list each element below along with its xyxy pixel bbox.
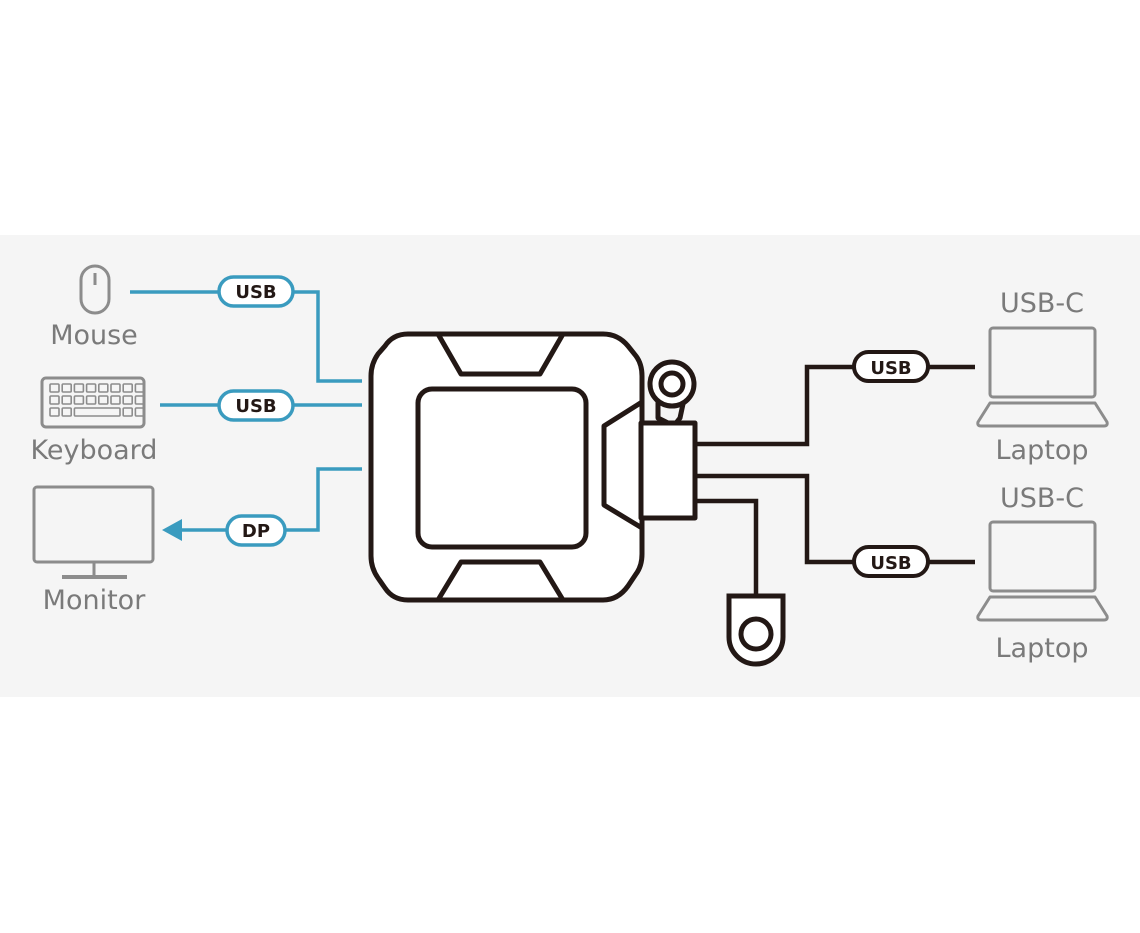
laptop-bottom-cable-pill: USB xyxy=(852,545,930,578)
monitor-arrow-icon xyxy=(162,519,182,541)
keyboard-key xyxy=(85,383,97,393)
mouse-cable-pill: USB xyxy=(217,275,295,308)
keyboard-key xyxy=(49,383,60,393)
laptop-top-cable-pill: USB xyxy=(852,350,930,383)
remote-button-icon xyxy=(726,593,786,667)
keyboard-key xyxy=(110,395,121,405)
monitor-label: Monitor xyxy=(43,585,147,616)
keyboard-key xyxy=(110,383,121,393)
laptop-icon xyxy=(976,520,1109,622)
remote-cable xyxy=(695,498,759,597)
keyboard-key xyxy=(85,395,97,405)
laptop-top-cable-label: USB xyxy=(870,358,911,379)
monitor-cable-pill: DP xyxy=(225,514,287,547)
laptop-icon xyxy=(976,326,1109,428)
keyboard-key xyxy=(61,383,73,393)
keyboard-key xyxy=(61,407,73,417)
kvm-switch-icon xyxy=(368,331,698,603)
keyboard-key xyxy=(98,383,109,393)
mouse-icon xyxy=(79,264,111,315)
laptop-bottom-cable-label: USB xyxy=(870,553,911,574)
laptop-bottom-label: Laptop xyxy=(996,633,1089,664)
keyboard-key xyxy=(61,395,73,405)
keyboard-key xyxy=(49,407,60,417)
keyboard-spacebar xyxy=(73,407,121,417)
laptop-top-label: Laptop xyxy=(996,435,1089,466)
monitor-cable-label: DP xyxy=(242,521,270,542)
mouse-cable-label: USB xyxy=(235,282,276,303)
keyboard-cable-pill: USB xyxy=(217,389,295,422)
keyboard-key xyxy=(122,395,133,405)
keyboard-key xyxy=(98,395,109,405)
keyboard-key xyxy=(73,383,85,393)
mouse-label: Mouse xyxy=(50,320,138,351)
keyboard-key xyxy=(134,407,146,417)
keyboard-key xyxy=(122,383,133,393)
laptop-bottom-port-label: USB-C xyxy=(1000,483,1084,514)
keyboard-key xyxy=(49,395,60,405)
monitor-icon xyxy=(32,485,155,579)
keyboard-icon xyxy=(40,376,146,429)
laptop-top-port-label: USB-C xyxy=(1000,288,1084,319)
keyboard-cable-label: USB xyxy=(235,396,276,417)
keyboard-key xyxy=(73,395,85,405)
keyboard-key xyxy=(122,407,133,417)
keyboard-key xyxy=(134,383,146,393)
keyboard-key xyxy=(134,395,146,405)
keyboard-label: Keyboard xyxy=(31,435,158,466)
